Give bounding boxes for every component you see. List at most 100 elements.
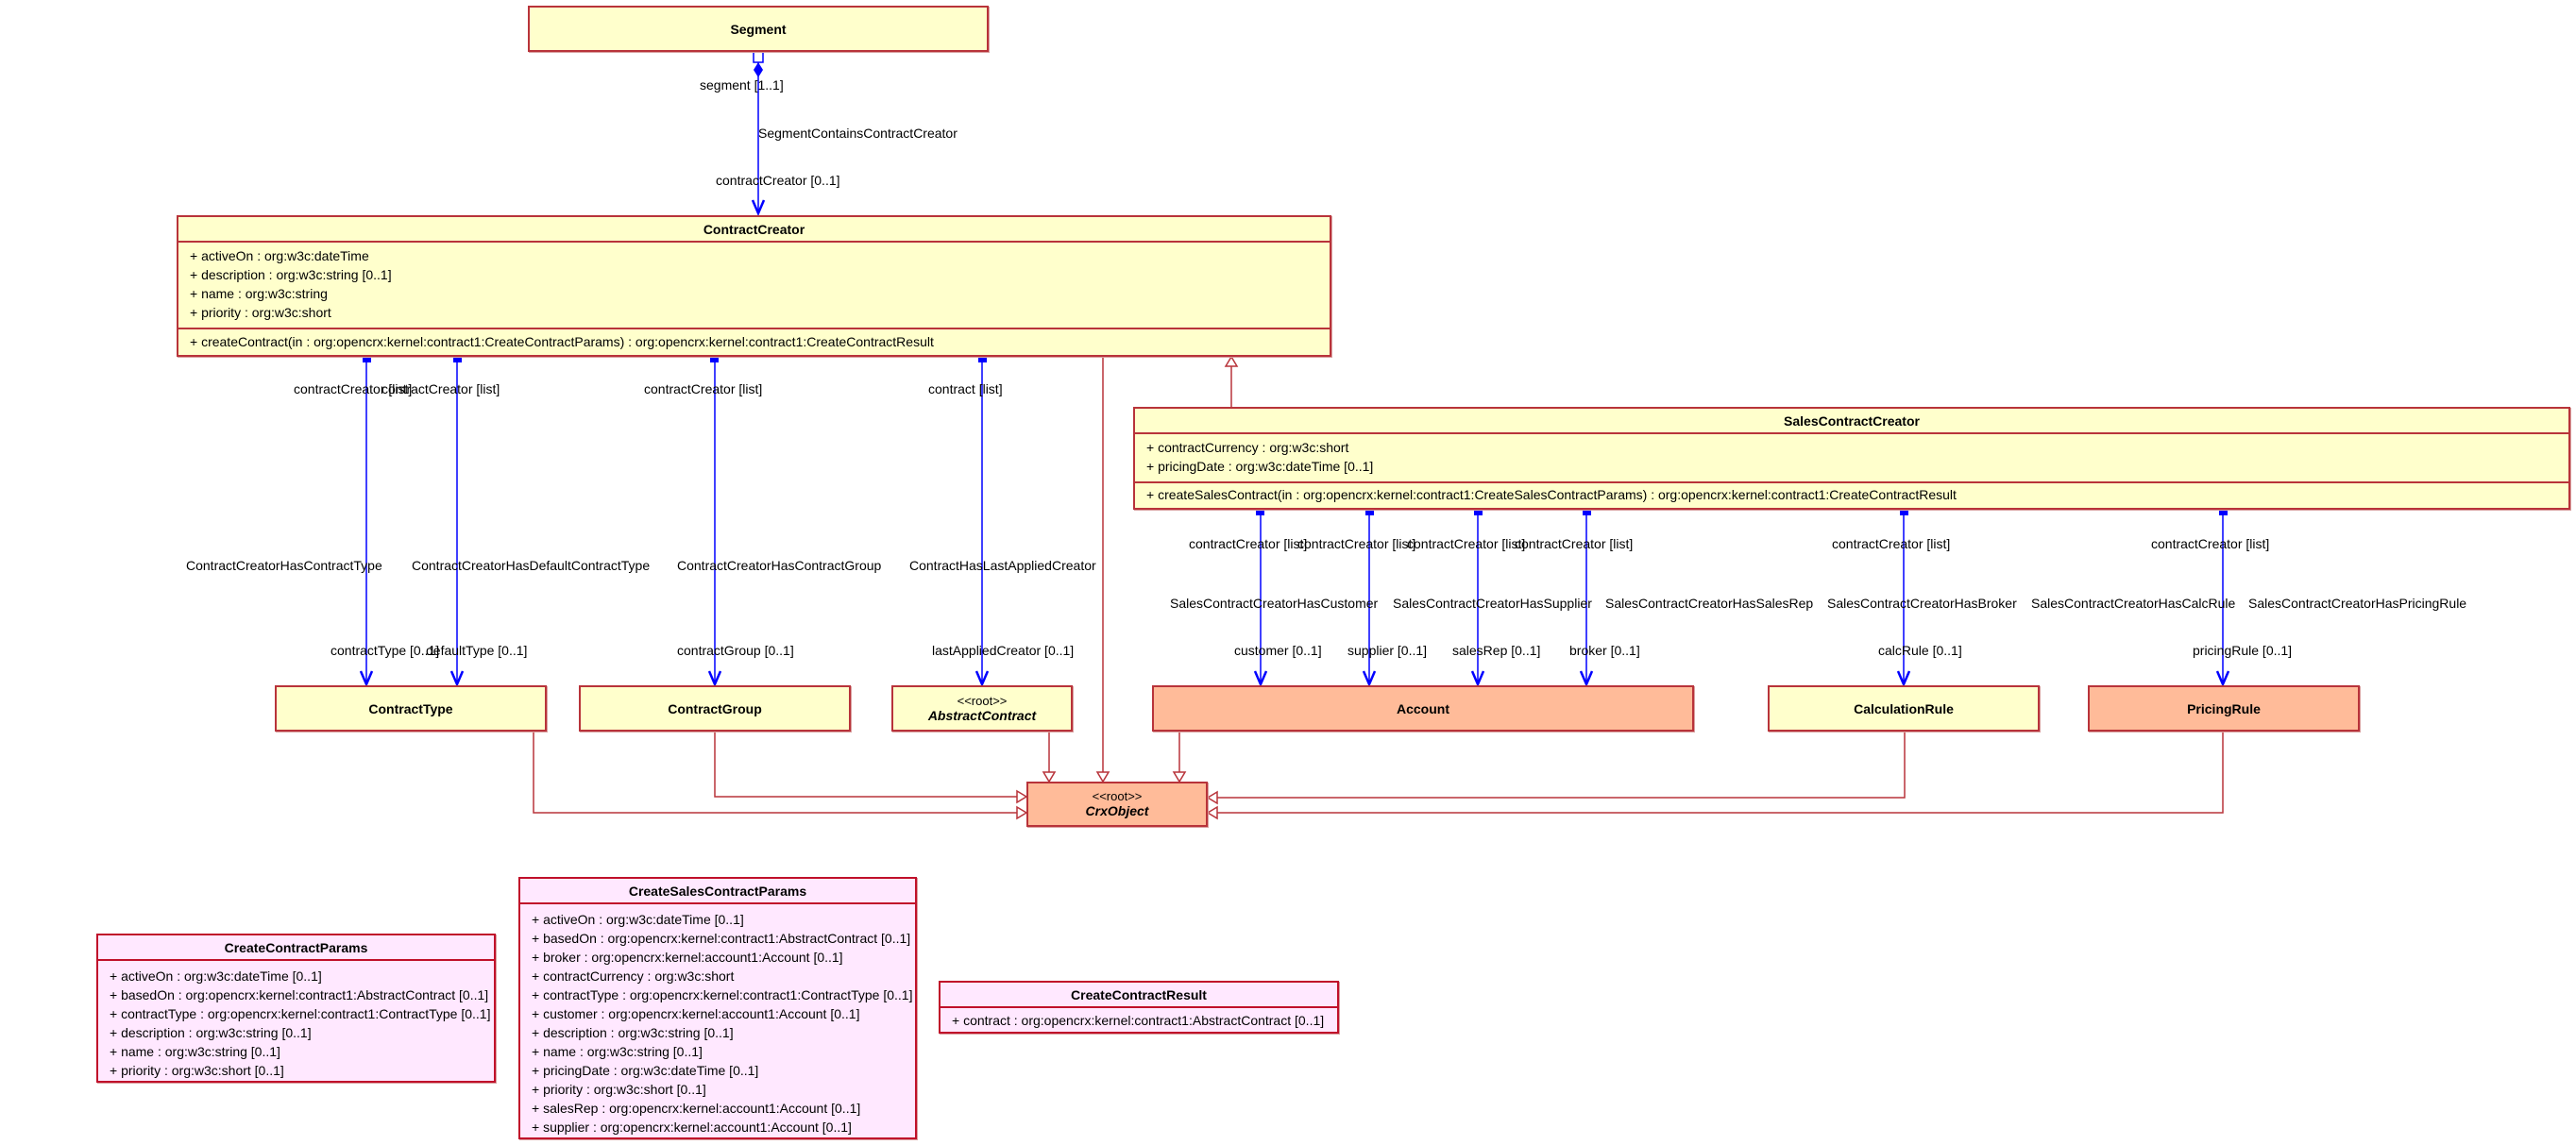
- class-name: CalculationRule: [1854, 700, 1954, 716]
- attribute: + contractCurrency : org:w3c:short: [532, 968, 735, 984]
- association-name: SalesContractCreatorHasSalesRep: [1605, 596, 1814, 611]
- attribute: + supplier : org:opencrx:kernel:account1…: [532, 1120, 852, 1135]
- class-segment[interactable]: Segment: [528, 6, 989, 52]
- attribute: + broker : org:opencrx:kernel:account1:A…: [532, 950, 843, 965]
- association-source-role: contractCreator [list]: [1515, 536, 1634, 551]
- operation: + createContract(in : org:opencrx:kernel…: [190, 334, 934, 349]
- association-name: SalesContractCreatorHasCalcRule: [2031, 596, 2236, 611]
- class-name: ContractGroup: [668, 700, 762, 716]
- association-source-role: segment [1..1]: [700, 77, 784, 93]
- operation-list: + createContract(in : org:opencrx:kernel…: [178, 328, 1330, 355]
- attribute-list: + contract : org:opencrx:kernel:contract…: [941, 1006, 1337, 1034]
- class-create-contract-params[interactable]: CreateContractParams + activeOn : org:w3…: [96, 934, 496, 1083]
- operation-list: + createSalesContract(in : org:opencrx:k…: [1135, 481, 2568, 508]
- association-name: ContractHasLastAppliedCreator: [909, 558, 1096, 573]
- stereotype: <<root>>: [1092, 789, 1143, 803]
- class-name: CrxObject: [1085, 803, 1149, 818]
- attribute: + priority : org:w3c:short [0..1]: [532, 1082, 706, 1097]
- attribute: + name : org:w3c:string [0..1]: [110, 1044, 280, 1059]
- association-name: SegmentContainsContractCreator: [758, 126, 958, 141]
- association-source-role: contractCreator [list]: [294, 381, 413, 396]
- class-name: CreateContractResult: [1071, 986, 1207, 1002]
- attribute-list: + contractCurrency : org:w3c:short + pric…: [1135, 432, 2568, 481]
- class-name: Account: [1397, 700, 1449, 716]
- class-name: CreateContractParams: [224, 939, 368, 955]
- attribute: + contractCurrency : org:w3c:short: [1146, 440, 1349, 455]
- association-source-role: contractCreator [list]: [1832, 536, 1951, 551]
- attribute: + contractType : org:opencrx:kernel:cont…: [110, 1006, 491, 1021]
- association-source-role: contract [list]: [928, 381, 1003, 396]
- class-name: ContractType: [368, 700, 453, 716]
- attribute: + contract : org:opencrx:kernel:contract…: [952, 1013, 1325, 1028]
- attribute-list: + activeOn : org:w3c:dateTime+ descripti…: [178, 241, 1330, 328]
- generalization-arrowheads: [1016, 355, 1239, 820]
- association-name: ContractCreatorHasContractGroup: [677, 558, 882, 573]
- class-sales-contract-creator[interactable]: SalesContractCreator + contractCurrency …: [1133, 407, 2570, 510]
- operation: + createSalesContract(in : org:opencrx:k…: [1146, 487, 1957, 502]
- association-lines: [365, 62, 2224, 683]
- class-name: SalesContractCreator: [1784, 413, 1920, 429]
- class-pricing-rule[interactable]: PricingRule: [2088, 685, 2360, 732]
- attribute: + activeOn : org:w3c:dateTime [0..1]: [532, 912, 744, 927]
- association-source-role: contractCreator [list]: [1297, 536, 1416, 551]
- attribute-list: + activeOn : org:w3c:dateTime [0..1] + ba…: [98, 959, 494, 1084]
- association-name: ContractCreatorHasDefaultContractType: [412, 558, 651, 573]
- association-source-role: contractCreator [list]: [644, 381, 763, 396]
- attribute: + customer : org:opencrx:kernel:account1…: [532, 1006, 860, 1021]
- attribute: + contractType : org:opencrx:kernel:cont…: [532, 987, 913, 1002]
- class-name: Segment: [730, 21, 787, 37]
- navigable-arrowheads: [359, 199, 2230, 688]
- association-target-role: contractType [0..1]: [330, 643, 440, 658]
- association-target-role: salesRep [0..1]: [1452, 643, 1541, 658]
- association-end-markers: [363, 51, 2228, 515]
- association-target-role: calcRule [0..1]: [1878, 643, 1962, 658]
- attribute: + description : org:w3c:string [0..1]: [110, 1025, 312, 1040]
- attribute-list: + activeOn : org:w3c:dateTime [0..1] + ba…: [520, 902, 915, 1140]
- generalization-lines: [533, 357, 2224, 814]
- association-target-role: contractGroup [0..1]: [677, 643, 794, 658]
- association-target-role: defaultType [0..1]: [426, 643, 528, 658]
- association-name: SalesContractCreatorHasPricingRule: [2248, 596, 2467, 611]
- class-name: ContractCreator: [703, 221, 805, 237]
- class-name: CreateSalesContractParams: [628, 883, 807, 899]
- class-create-contract-result[interactable]: CreateContractResult + contract : org:op…: [939, 981, 1339, 1034]
- class-contract-creator[interactable]: ContractCreator + activeOn : org:w3c:dat…: [177, 215, 1331, 357]
- association-target-role: supplier [0..1]: [1347, 643, 1428, 658]
- class-name: AbstractContract: [927, 707, 1037, 723]
- association-name: ContractCreatorHasContractType: [186, 558, 382, 573]
- attribute: + priority : org:w3c:short [0..1]: [110, 1063, 284, 1078]
- attribute: + salesRep : org:opencrx:kernel:account1…: [532, 1101, 861, 1116]
- class-create-sales-contract-params[interactable]: CreateSalesContractParams + activeOn : o…: [518, 877, 917, 1139]
- class-account[interactable]: Account: [1152, 685, 1694, 732]
- attribute: + name : org:w3c:string: [190, 286, 328, 301]
- association-source-role: contractCreator [list]: [2151, 536, 2270, 551]
- association-target-role: lastAppliedCreator [0..1]: [932, 643, 1075, 658]
- association-target-role: contractCreator [0..1]: [716, 173, 840, 188]
- class-contract-type[interactable]: ContractType: [275, 685, 547, 732]
- class-contract-group[interactable]: ContractGroup: [579, 685, 851, 732]
- attribute: + name : org:w3c:string [0..1]: [532, 1044, 703, 1059]
- attribute: + activeOn : org:w3c:dateTime: [190, 248, 369, 263]
- association-source-role: contractCreator [list]: [1407, 536, 1526, 551]
- association-source-role: contractCreator [list]: [1189, 536, 1308, 551]
- attribute: + pricingDate : org:w3c:dateTime [0..1]: [532, 1063, 759, 1078]
- stereotype: <<root>>: [957, 693, 1008, 708]
- association-name: SalesContractCreatorHasCustomer: [1170, 596, 1379, 611]
- association-target-role: pricingRule [0..1]: [2193, 643, 2293, 658]
- association-target-role: broker [0..1]: [1569, 643, 1640, 658]
- class-name: PricingRule: [2187, 700, 2261, 716]
- association-name: SalesContractCreatorHasSupplier: [1393, 596, 1592, 611]
- attribute: + pricingDate : org:w3c:dateTime [0..1]: [1146, 459, 1374, 474]
- attribute: + activeOn : org:w3c:dateTime [0..1]: [110, 968, 322, 984]
- association-name: SalesContractCreatorHasBroker: [1827, 596, 2017, 611]
- association-source-role: contractCreator [list]: [381, 381, 500, 396]
- association-target-role: customer [0..1]: [1234, 643, 1322, 658]
- class-crx-object[interactable]: <<root>> CrxObject: [1026, 782, 1208, 827]
- attribute: + description : org:w3c:string [0..1]: [532, 1025, 734, 1040]
- attribute: + priority : org:w3c:short: [190, 305, 331, 320]
- attribute: + basedOn : org:opencrx:kernel:contract1…: [110, 987, 489, 1002]
- attribute: + basedOn : org:opencrx:kernel:contract1…: [532, 931, 911, 946]
- class-calculation-rule[interactable]: CalculationRule: [1768, 685, 2040, 732]
- class-abstract-contract[interactable]: <<root>> AbstractContract: [891, 685, 1073, 732]
